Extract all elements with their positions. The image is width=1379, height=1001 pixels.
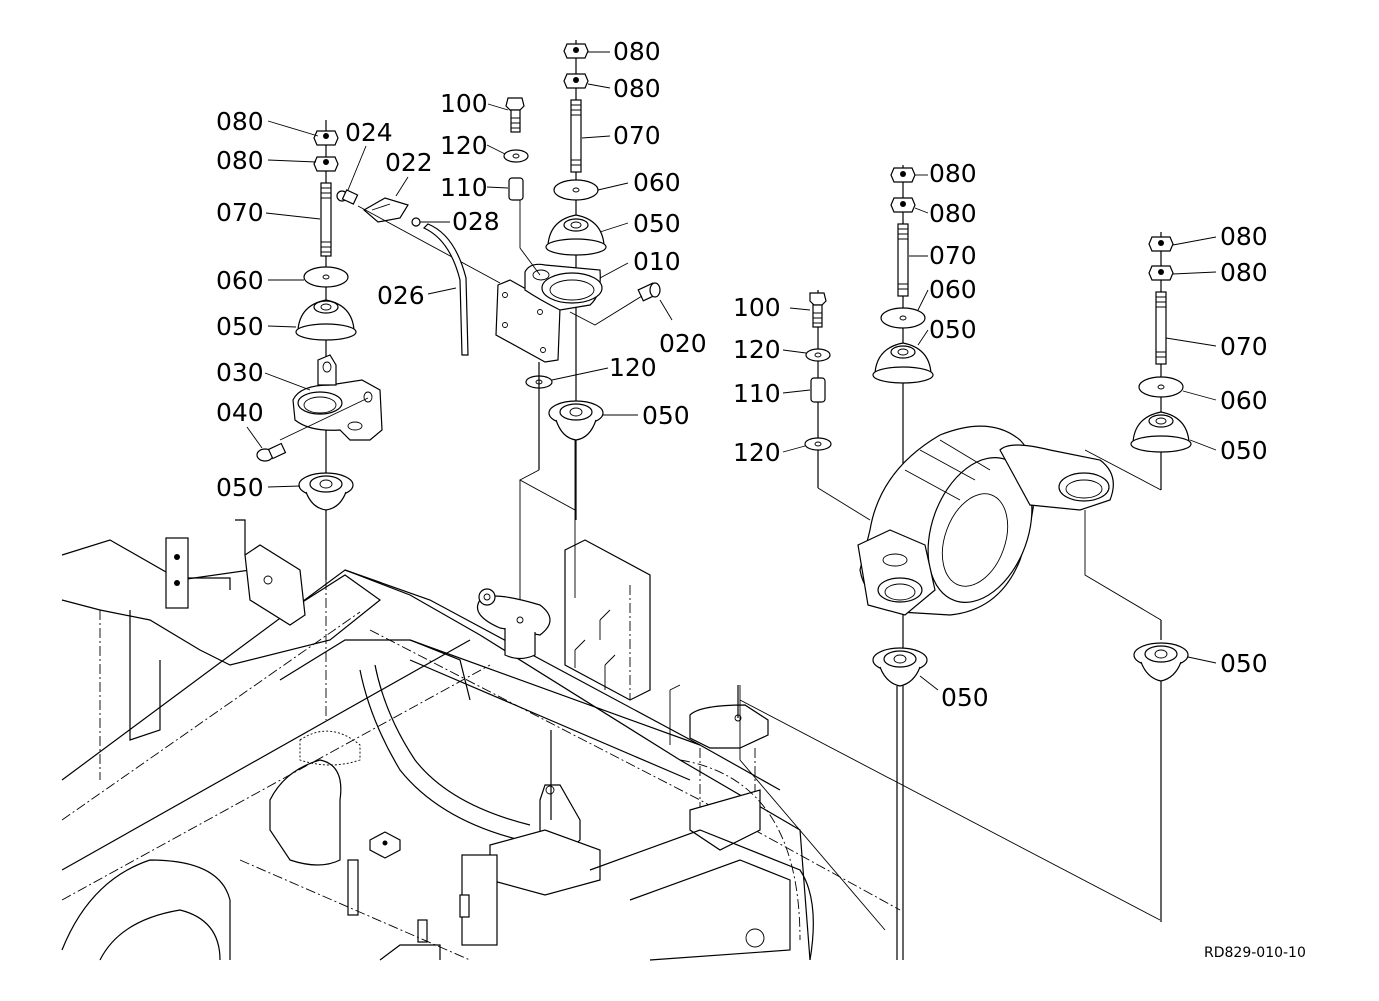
bolt-040 — [256, 442, 287, 462]
callout-080: 080 — [613, 74, 661, 103]
callout-080: 080 — [929, 199, 977, 228]
callout-labels: 080 080 070 060 050 030 040 050 024 022 … — [216, 37, 1268, 712]
callout-120: 120 — [440, 131, 488, 160]
callout-026: 026 — [377, 281, 425, 310]
callout-010: 010 — [633, 247, 681, 276]
callout-022: 022 — [385, 148, 433, 177]
fitting-024 — [336, 189, 359, 205]
callout-080: 080 — [929, 159, 977, 188]
callout-100: 100 — [733, 293, 781, 322]
bracket-030 — [279, 354, 383, 441]
frame-post — [347, 859, 359, 916]
callout-060: 060 — [216, 266, 264, 295]
nut-028 — [411, 217, 421, 227]
callout-070: 070 — [1220, 332, 1268, 361]
callout-080: 080 — [216, 146, 264, 175]
grease-nipple-020 — [637, 282, 661, 302]
nut-icon — [890, 197, 916, 213]
rubber-mount — [1130, 411, 1192, 453]
bracket-010 — [495, 263, 603, 363]
frame-mount-post-center — [461, 730, 601, 946]
nut-icon — [1148, 265, 1174, 281]
nut-icon — [890, 167, 916, 183]
bolt-100 — [809, 292, 827, 328]
washer — [303, 266, 349, 288]
center-mount-stack — [495, 40, 661, 600]
callout-050: 050 — [1220, 649, 1268, 678]
callout-050: 050 — [1220, 436, 1268, 465]
callout-070: 070 — [929, 241, 977, 270]
rubber-mount — [1133, 642, 1189, 682]
callout-060: 060 — [633, 168, 681, 197]
nut-icon — [563, 73, 589, 89]
callout-110: 110 — [733, 379, 781, 408]
nut-icon — [313, 156, 339, 172]
drawing-number: RD829-010-10 — [1204, 945, 1306, 961]
rubber-mount — [295, 299, 357, 341]
right-mount-stack — [1084, 232, 1192, 922]
collar-110 — [810, 377, 826, 403]
callout-120: 120 — [609, 353, 657, 382]
callout-080: 080 — [613, 37, 661, 66]
callout-060: 060 — [929, 275, 977, 304]
stud-bolt — [320, 182, 332, 257]
washer — [503, 149, 529, 163]
rubber-mount — [545, 214, 607, 256]
engine-bracket-left — [244, 544, 306, 626]
callout-080: 080 — [1220, 258, 1268, 287]
washer — [880, 307, 926, 329]
bolt-100 — [505, 97, 525, 133]
callout-030: 030 — [216, 358, 264, 387]
callout-060: 060 — [1220, 386, 1268, 415]
callout-050: 050 — [216, 473, 264, 502]
rubber-mount — [872, 647, 928, 687]
callout-050: 050 — [929, 315, 977, 344]
collar-110 — [508, 177, 524, 201]
callout-080: 080 — [216, 107, 264, 136]
frame-mount-pad-right — [689, 685, 769, 851]
callout-028: 028 — [452, 207, 500, 236]
leader-lines — [246, 51, 1217, 691]
rubber-mount — [548, 400, 604, 441]
callout-050: 050 — [642, 401, 690, 430]
washer — [553, 179, 599, 201]
callout-050: 050 — [633, 209, 681, 238]
pipe-026 — [422, 223, 469, 356]
callout-110: 110 — [440, 173, 488, 202]
grease-pipe-group — [336, 189, 501, 356]
rubber-mount — [298, 472, 354, 511]
pipe-bracket-022 — [362, 197, 409, 223]
nut-icon — [1148, 236, 1174, 252]
callout-020: 020 — [659, 329, 707, 358]
nut-icon — [563, 43, 589, 59]
nut-icon — [313, 130, 339, 146]
washer — [804, 437, 832, 451]
callout-080: 080 — [1220, 222, 1268, 251]
callout-050: 050 — [941, 683, 989, 712]
callout-050: 050 — [216, 312, 264, 341]
stud-bolt — [897, 223, 909, 297]
washer — [805, 348, 831, 362]
callout-100: 100 — [440, 89, 488, 118]
rubber-mount — [872, 342, 934, 384]
callout-070: 070 — [613, 121, 661, 150]
callout-070: 070 — [216, 198, 264, 227]
stud-bolt — [1155, 291, 1167, 365]
callout-040: 040 — [216, 398, 264, 427]
callout-120: 120 — [733, 335, 781, 364]
left-mount-stack — [256, 120, 383, 720]
callout-120: 120 — [733, 438, 781, 467]
mid-right-mount-stack — [739, 165, 1161, 960]
stud-bolt — [570, 99, 582, 173]
swing-housing — [857, 425, 1114, 616]
callout-024: 024 — [345, 118, 393, 147]
machine-frame — [61, 519, 901, 961]
frame-tower — [564, 539, 651, 701]
frame-pivot-boss — [476, 588, 551, 660]
frame-tab — [165, 537, 189, 609]
washer — [1138, 376, 1184, 398]
